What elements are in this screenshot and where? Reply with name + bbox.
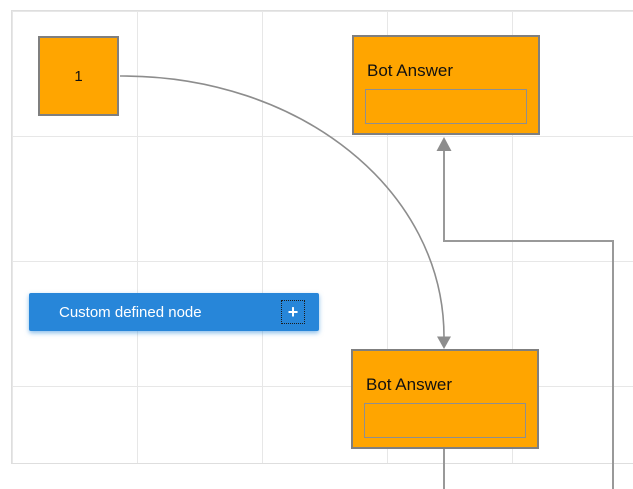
bot-answer-title: Bot Answer xyxy=(366,375,452,394)
curve-connector[interactable] xyxy=(119,75,445,338)
bot-answer-node-top[interactable]: Bot Answer xyxy=(352,35,540,135)
plus-icon: + xyxy=(287,302,299,322)
custom-node-label: Custom defined node xyxy=(59,303,202,321)
node-start-label: 1 xyxy=(74,67,83,85)
bot-answer-title: Bot Answer xyxy=(367,61,453,80)
bot-answer-node-bottom[interactable]: Bot Answer xyxy=(351,349,539,449)
add-node-button[interactable]: + xyxy=(281,300,305,324)
bot-answer-input[interactable] xyxy=(365,89,527,124)
bot-answer-input[interactable] xyxy=(364,403,526,438)
elbow-connector[interactable] xyxy=(443,150,614,489)
node-start[interactable]: 1 xyxy=(38,36,119,116)
custom-defined-node-bar[interactable]: Custom defined node + xyxy=(29,293,319,331)
